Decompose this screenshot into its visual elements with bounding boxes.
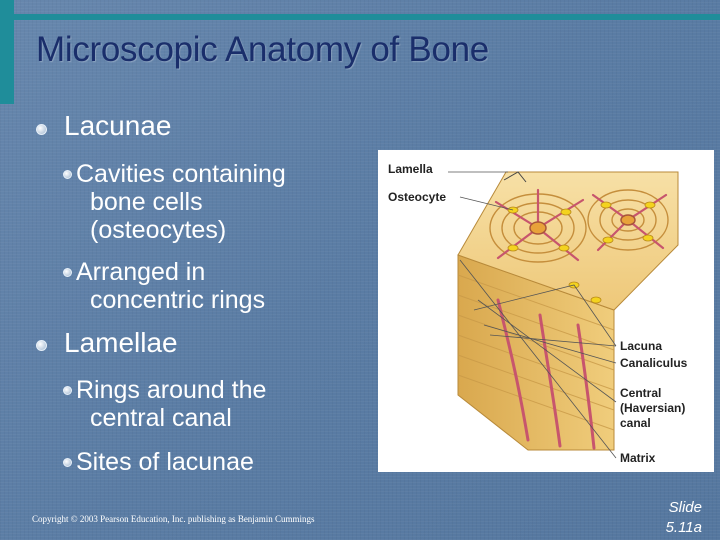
- sub-bullet-line: central canal: [90, 404, 232, 432]
- sub-bullet-line: Sites of lacunae: [76, 448, 254, 476]
- label-line: (Haversian): [620, 401, 686, 415]
- copyright-notice: Copyright © 2003 Pearson Education, Inc.…: [32, 514, 315, 524]
- sub-bullet-line: Arranged in: [76, 258, 206, 286]
- sub-bullet-line: concentric rings: [90, 286, 266, 314]
- sub-bullet-dot-icon: [63, 458, 72, 467]
- sub-bullet-arranged: Arranged in concentric rings: [76, 258, 265, 314]
- slide-number-line: 5.11a: [665, 519, 702, 536]
- osteon-illustration: [448, 171, 679, 459]
- slide-number: Slide 5.11a: [666, 498, 702, 538]
- label-matrix: Matrix: [620, 451, 656, 465]
- label-central-canal: Central (Haversian) canal: [620, 386, 685, 431]
- sub-bullet-cavities: Cavities containing bone cells (osteocyt…: [76, 160, 286, 244]
- sub-bullet-sites: Sites of lacunae: [76, 448, 254, 476]
- sub-bullet-line: bone cells: [90, 188, 203, 216]
- label-canaliculus: Canaliculus: [620, 356, 688, 370]
- label-line: canal: [620, 416, 651, 430]
- slide-title: Microscopic Anatomy of Bone: [36, 30, 489, 69]
- label-lamella: Lamella: [388, 162, 433, 176]
- sub-bullet-dot-icon: [63, 170, 72, 179]
- label-osteocyte: Osteocyte: [388, 190, 447, 204]
- sub-bullet-rings: Rings around the central canal: [76, 376, 266, 432]
- top-accent-bar: [0, 14, 720, 20]
- sub-bullet-dot-icon: [63, 386, 72, 395]
- bullet-lamellae: Lamellae: [64, 327, 178, 358]
- left-accent-bar: [0, 0, 14, 104]
- sub-bullet-line: Cavities containing: [76, 160, 286, 188]
- label-line: Central: [620, 386, 662, 400]
- bone-anatomy-figure: Lamella Osteocyte Lacuna Canaliculus Cen…: [378, 150, 714, 472]
- bullet-lacunae: Lacunae: [64, 110, 172, 141]
- sub-bullet-line: Rings around the: [76, 376, 267, 404]
- bullet-dot-icon: [36, 124, 47, 135]
- slide-number-line: Slide: [668, 499, 702, 516]
- bullet-dot-icon: [36, 340, 47, 351]
- sub-bullet-dot-icon: [63, 268, 72, 277]
- sub-bullet-line: (osteocytes): [90, 216, 227, 244]
- label-lacuna: Lacuna: [620, 339, 663, 353]
